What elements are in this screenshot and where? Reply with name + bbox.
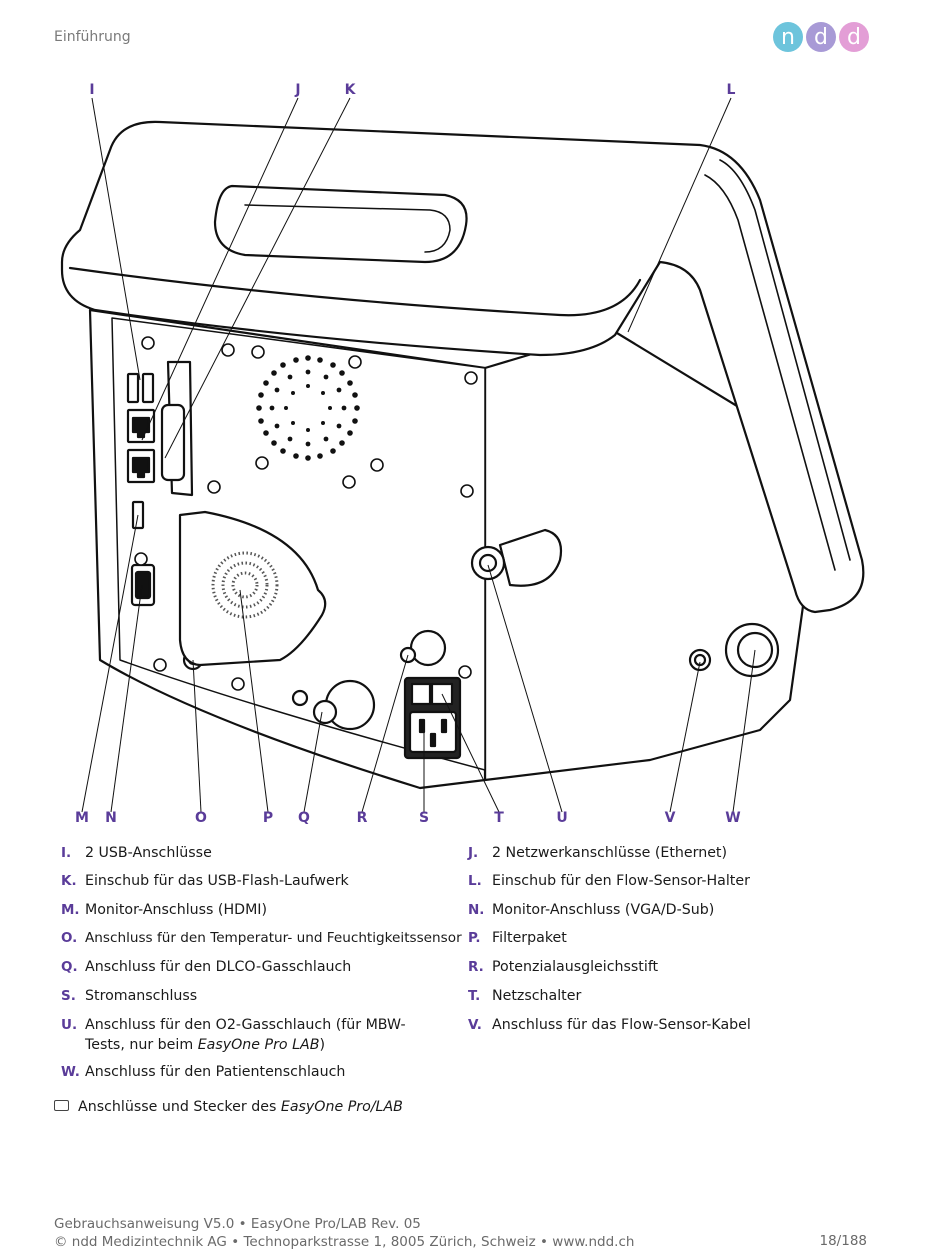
callout-m: M	[75, 810, 89, 826]
legend-text: Monitor-Anschluss (VGA/D-Sub)	[492, 902, 715, 918]
callout-r: R	[356, 810, 368, 826]
legend-letter: S.	[61, 988, 76, 1004]
caption-text: Anschlüsse und Stecker des	[78, 1099, 281, 1115]
legend-letter: L.	[468, 873, 482, 889]
callout-p: P	[262, 810, 274, 826]
legend-text: Einschub für den Flow-Sensor-Halter	[492, 873, 750, 889]
legend-text: Anschluss für den DLCO-Gasschlauch	[85, 959, 352, 975]
legend-letter: J.	[468, 845, 479, 861]
legend-text-line2-product: EasyOne Pro LAB	[197, 1037, 320, 1053]
callout-s: S	[418, 810, 430, 826]
legend-text-line1: Anschluss für den O2-Gasschlauch (für MB…	[85, 1017, 406, 1033]
callout-i: I	[89, 82, 95, 98]
legend-letter: V.	[468, 1017, 482, 1033]
legend-text: Anschluss für den Patientenschlauch	[85, 1064, 346, 1080]
legend-text: 2 USB-Anschlüsse	[85, 845, 212, 861]
logo-letter-n: n	[781, 25, 795, 50]
footer-line2: © ndd Medizintechnik AG • Technoparkstra…	[54, 1234, 635, 1250]
legend-text: Stromanschluss	[85, 988, 198, 1004]
logo-letter-d2: d	[847, 25, 861, 50]
figure-icon	[54, 1099, 69, 1111]
legend-text: Filterpaket	[492, 930, 567, 946]
device-illustration: I J K L M N O P Q R S T U V W	[0, 70, 950, 835]
footer-line1: Gebrauchsanweisung V5.0 • EasyOne Pro/LA…	[54, 1216, 421, 1232]
logo-letter-d1: d	[814, 25, 828, 50]
section-title: Einführung	[54, 29, 131, 45]
page-number: 18/188	[819, 1233, 868, 1249]
callout-n: N	[105, 810, 117, 826]
legend-letter: K.	[61, 873, 77, 889]
callout-t: T	[494, 810, 504, 826]
legend-letter: O.	[61, 930, 78, 946]
callout-w: W	[725, 810, 741, 826]
legend-letter: Q.	[61, 959, 78, 975]
legend-text: Anschluss für den O2-Gasschlauch (für MB…	[85, 1015, 465, 1055]
legend-letter: P.	[468, 930, 481, 946]
legend-text: Einschub für das USB-Flash-Laufwerk	[85, 873, 349, 889]
legend-letter: I.	[61, 845, 72, 861]
figure-caption: Anschlüsse und Stecker des EasyOne Pro/L…	[54, 1099, 403, 1115]
legend-text: Netzschalter	[492, 988, 582, 1004]
legend-letter: M.	[61, 902, 80, 918]
legend-text-line2-pre: Tests, nur beim	[85, 1037, 198, 1053]
legend-text: Potenzialausgleichsstift	[492, 959, 659, 975]
legend-text: Anschluss für das Flow-Sensor-Kabel	[492, 1017, 751, 1033]
device-drawing	[60, 97, 865, 813]
legend-text: 2 Netzwerkanschlüsse (Ethernet)	[492, 845, 728, 861]
legend-letter: U.	[61, 1017, 78, 1033]
callout-k: K	[344, 82, 356, 98]
callout-u: U	[556, 810, 568, 826]
callout-o: O	[195, 810, 207, 826]
legend-text: Anschluss für den Temperatur- und Feucht…	[85, 930, 462, 946]
caption-product: EasyOne Pro/LAB	[280, 1099, 403, 1115]
callout-v: V	[664, 810, 676, 826]
footer: Gebrauchsanweisung V5.0 • EasyOne Pro/LA…	[54, 1215, 634, 1251]
ndd-logo: n d d	[773, 22, 869, 52]
legend-letter: W.	[61, 1064, 80, 1080]
legend-letter: T.	[468, 988, 481, 1004]
callout-l: L	[726, 82, 736, 98]
legend-letter: N.	[468, 902, 485, 918]
legend-text: Monitor-Anschluss (HDMI)	[85, 902, 268, 918]
callout-j: J	[295, 82, 301, 98]
legend-text-line2-post: )	[319, 1037, 325, 1053]
callout-q: Q	[298, 810, 310, 826]
legend-letter: R.	[468, 959, 484, 975]
